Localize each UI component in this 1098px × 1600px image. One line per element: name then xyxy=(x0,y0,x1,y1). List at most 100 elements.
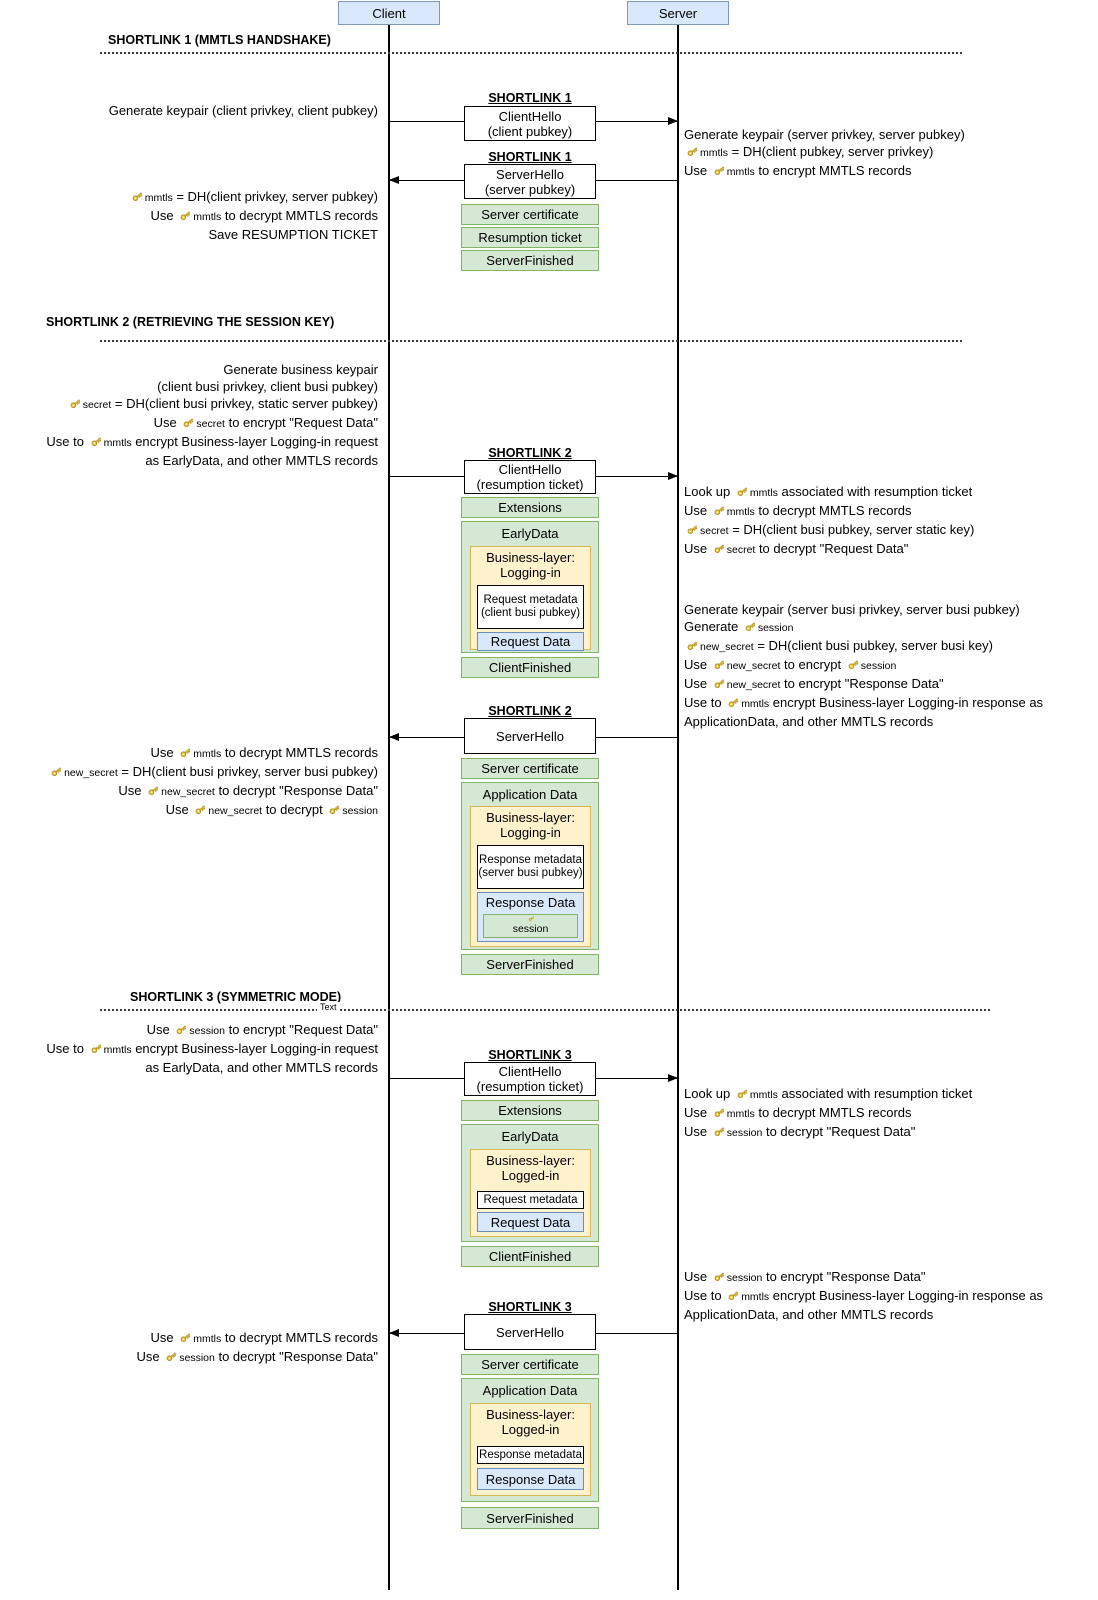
key-icon xyxy=(183,418,194,428)
note-line: Use session to encrypt "Request Data" xyxy=(146,1022,378,1037)
key-label: mmtls xyxy=(741,1291,770,1303)
s2-request-data-box: Request Data xyxy=(477,632,584,651)
s3-serverfinished-box: ServerFinished xyxy=(461,1507,599,1529)
section3-divider-label: Text xyxy=(317,1002,340,1012)
key-icon xyxy=(714,660,725,670)
business-layer-line: Business-layer: xyxy=(486,810,575,825)
key-label: mmtls xyxy=(144,192,173,204)
note-line: mmtls = DH(client privkey, server pubkey… xyxy=(6,188,378,207)
s2-response-metadata-box: Response metadata (server busi pubkey) xyxy=(477,845,584,889)
metadata-line: (client busi pubkey) xyxy=(480,607,581,619)
key-icon xyxy=(51,767,62,777)
s1-client-request-note: Generate keypair (client privkey, client… xyxy=(6,102,378,119)
key-label: session xyxy=(189,1025,225,1037)
key-label: mmtls xyxy=(700,147,728,159)
key-icon xyxy=(745,622,756,632)
key-icon xyxy=(728,698,739,708)
s1-clienthello-box: ClientHello (client pubkey) xyxy=(464,106,596,141)
note-line: Use new_secret to decrypt session xyxy=(165,802,378,817)
s1-client-response-note: mmtls = DH(client privkey, server pubkey… xyxy=(6,188,378,243)
note-line: Generate business keypair xyxy=(223,362,378,377)
business-layer-line: Business-layer: xyxy=(486,1153,575,1168)
note-line: as EarlyData, and other MMTLS records xyxy=(145,453,378,468)
section1-divider xyxy=(100,52,962,54)
s2-clienthello-box: ClientHello (resumption ticket) xyxy=(464,460,596,494)
key-label: mmtls xyxy=(726,166,755,178)
note-line: Save RESUMPTION TICKET xyxy=(208,227,378,242)
note-line: Use to mmtls encrypt Business-layer Logg… xyxy=(684,1288,1044,1303)
key-icon xyxy=(728,1291,739,1301)
s3-serverhello-box: ServerHello xyxy=(464,1314,596,1350)
s1-serverfinished-box: ServerFinished xyxy=(461,250,599,271)
key-label: mmtls xyxy=(726,506,755,518)
key-icon xyxy=(180,211,191,221)
key-label: session xyxy=(757,622,794,634)
s2-serverhello-box: ServerHello xyxy=(464,718,596,754)
note-line: Look up mmtls associated with resumption… xyxy=(684,484,973,499)
metadata-line: Request metadata xyxy=(483,594,578,606)
s2-request-metadata-box: Request metadata (client busi pubkey) xyxy=(477,585,584,629)
s2-applicationdata-container: Application Data Business-layer: Logging… xyxy=(461,782,599,950)
s1-server-certificate-box: Server certificate xyxy=(461,204,599,225)
key-icon xyxy=(714,1127,725,1137)
note-line: as EarlyData, and other MMTLS records xyxy=(145,1060,378,1075)
server-lifeline xyxy=(677,22,679,1590)
business-layer-line: Business-layer: xyxy=(486,550,575,565)
s2-clientfinished-box: ClientFinished xyxy=(461,657,599,678)
business-layer-line: Logging-in xyxy=(500,825,561,840)
message-title: ClientHello xyxy=(498,1064,562,1079)
note-line: (client busi privkey, client busi pubkey… xyxy=(157,379,378,394)
note-line: Generate keypair (client privkey, client… xyxy=(108,103,378,118)
note-line: Use mmtls to decrypt MMTLS records xyxy=(150,745,378,760)
container-label: EarlyData xyxy=(501,526,559,541)
note-line: secret = DH(client busi privkey, static … xyxy=(6,395,378,414)
key-label: mmtls xyxy=(749,1089,778,1101)
note-line: Use mmtls to encrypt MMTLS records xyxy=(684,163,912,178)
key-label: mmtls xyxy=(193,211,222,223)
note-line: Use mmtls to decrypt MMTLS records xyxy=(684,503,912,518)
s3-response-data-box: Response Data xyxy=(477,1468,584,1490)
message-subtitle: (client pubkey) xyxy=(487,123,573,139)
s2-extensions-box: Extensions xyxy=(461,497,599,518)
key-label: new_secret xyxy=(161,786,215,798)
container-label: Application Data xyxy=(482,1383,578,1398)
s3-business-layer-box: Business-layer: Logged-in Request metada… xyxy=(470,1149,591,1237)
note-line: Use secret to decrypt "Request Data" xyxy=(684,541,909,556)
s2-server-request-note: Look up mmtls associated with resumption… xyxy=(684,483,1090,559)
note-line: mmtls = DH(client pubkey, server privkey… xyxy=(684,143,1090,162)
key-label: mmtls xyxy=(103,437,132,449)
key-label: new_secret xyxy=(64,767,118,779)
key-label: session xyxy=(860,660,897,672)
key-icon xyxy=(687,525,698,535)
key-icon xyxy=(687,641,698,651)
key-label: new_secret xyxy=(208,805,263,817)
s1-serverhello-box: ServerHello (server pubkey) xyxy=(464,164,596,199)
key-icon xyxy=(91,1044,101,1054)
key-label: mmtls xyxy=(103,1044,132,1056)
shortlink1-heading: SHORTLINK 1 (MMTLS HANDSHAKE) xyxy=(108,33,331,47)
key-icon xyxy=(714,1108,725,1118)
key-icon xyxy=(70,399,81,409)
note-line: Use to mmtls encrypt Business-layer Logg… xyxy=(46,434,378,449)
business-layer-line: Logged-in xyxy=(501,1422,560,1437)
s3-server-response-note: Use session to encrypt "Response Data" U… xyxy=(684,1268,1094,1323)
message-subtitle: (resumption ticket) xyxy=(476,1079,584,1094)
s2-server-certificate-box: Server certificate xyxy=(461,758,599,779)
note-line: Use to mmtls encrypt Business-layer Logg… xyxy=(46,1041,378,1056)
note-line: Generate session xyxy=(684,619,794,634)
container-label: Application Data xyxy=(482,787,578,802)
key-label: mmtls xyxy=(193,748,222,760)
message-title: ServerHello xyxy=(496,166,564,182)
s3-clientfinished-box: ClientFinished xyxy=(461,1246,599,1267)
note-line: Use secret to encrypt "Request Data" xyxy=(153,415,378,430)
s3-earlydata-container: EarlyData Business-layer: Logged-in Requ… xyxy=(461,1124,599,1242)
s3-client-response-note: Use mmtls to decrypt MMTLS records Use s… xyxy=(6,1329,379,1367)
note-line: Look up mmtls associated with resumption… xyxy=(684,1086,973,1101)
shortlink2-heading: SHORTLINK 2 (RETRIEVING THE SESSION KEY) xyxy=(46,315,335,329)
key-icon xyxy=(528,916,534,921)
s3-clienthello-box: ClientHello (resumption ticket) xyxy=(464,1062,596,1096)
key-icon xyxy=(176,1025,187,1035)
key-label: secret xyxy=(726,544,756,556)
s3-applicationdata-container: Application Data Business-layer: Logged-… xyxy=(461,1378,599,1502)
actor-server: Server xyxy=(627,1,729,25)
